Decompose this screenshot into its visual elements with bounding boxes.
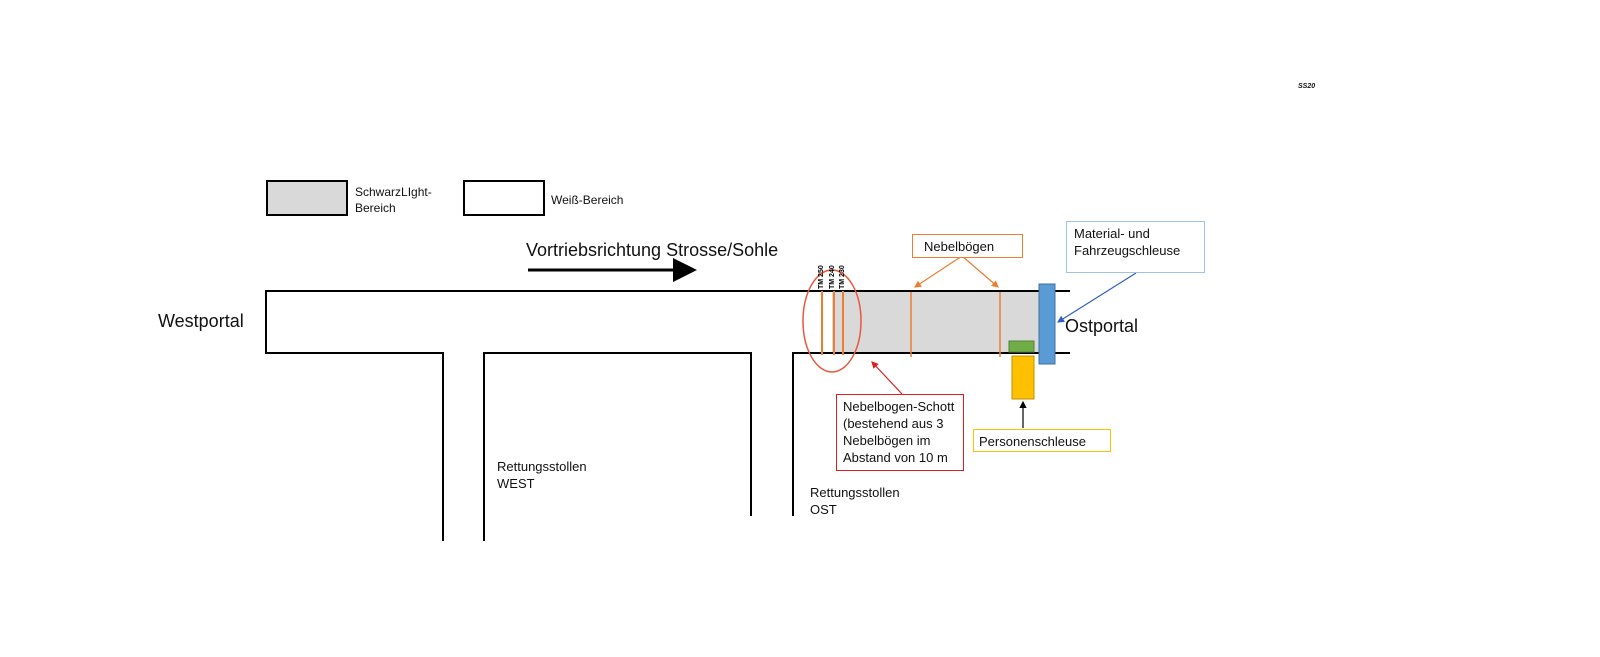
rettungsstollen-ost-label: Rettungsstollen OST (810, 484, 900, 518)
legend-swatch-weiss (463, 180, 545, 216)
tm-label-240: TM 240 (829, 265, 836, 289)
rettungsstollen-ost-line1: Rettungsstollen (810, 485, 900, 500)
personenschleuse-callout: Personenschleuse (973, 429, 1111, 452)
direction-label: Vortriebsrichtung Strosse/Sohle (526, 240, 779, 260)
schleuse-callout-line2: Fahrzeugschleuse (1074, 243, 1181, 258)
ostportal-label: Ostportal (1065, 316, 1139, 336)
westportal-label: Westportal (158, 311, 244, 331)
schott-arrow (871, 361, 903, 395)
nebelboegen-callout: Nebelbögen (912, 234, 1023, 258)
schott-callout-line3: Nebelbögen im (843, 433, 931, 448)
tm-label-230: TM 230 (839, 265, 846, 289)
material-fahrzeugschleuse-gate (1038, 283, 1056, 365)
nebelboegen-arrow-left (913, 255, 963, 288)
schott-ellipse (802, 269, 862, 373)
legend-label-schwarzlight-line1: SchwarzLIght- (355, 185, 432, 199)
schott-callout-line4: Abstand von 10 m (843, 450, 948, 465)
legend-swatch-schwarzlight (266, 180, 348, 216)
schott-callout: Nebelbogen-Schott (bestehend aus 3 Nebel… (836, 394, 964, 471)
rettungsstollen-ost-line2: OST (810, 502, 837, 517)
legend-label-weiss: Weiß-Bereich (551, 193, 624, 207)
nebelboegen-callout-text: Nebelbögen (924, 239, 995, 254)
schwarzlight-area (832, 292, 1040, 353)
legend-label-schwarzlight-line2: Bereich (355, 201, 396, 215)
main-tunnel-outline (265, 290, 1070, 541)
rettungsstollen-west-line2: WEST (497, 476, 535, 491)
schott-callout-line2: (bestehend aus 3 (843, 416, 944, 431)
schleuse-callout-line1: Material- und (1074, 226, 1150, 241)
schleuse-arrow (1056, 272, 1137, 323)
legend-label-schwarzlight: SchwarzLIght- Bereich (355, 184, 432, 216)
rettungsstollen-west-label: Rettungsstollen WEST (497, 458, 587, 492)
rettungsstollen-west-line1: Rettungsstollen (497, 459, 587, 474)
tm-label-250: TM 250 (818, 265, 825, 289)
nebelboegen-arrow-right (961, 255, 999, 288)
page-code: SS20 (1298, 83, 1316, 90)
personenschleuse-block (1011, 355, 1035, 400)
personenschleuse-callout-text: Personenschleuse (979, 434, 1086, 449)
schott-callout-line1: Nebelbogen-Schott (843, 399, 955, 414)
schleuse-callout: Material- und Fahrzeugschleuse (1066, 221, 1205, 273)
green-element (1008, 340, 1035, 353)
